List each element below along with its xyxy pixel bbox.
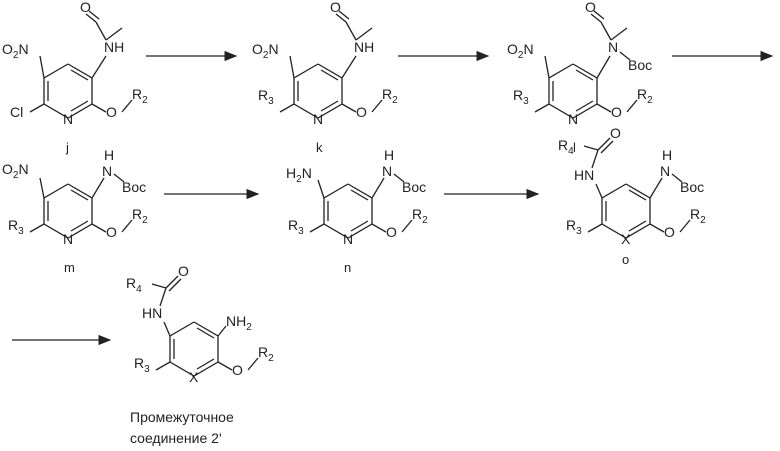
svg-text:R2: R2 bbox=[258, 344, 274, 364]
compound-label-o: o bbox=[622, 252, 629, 267]
ring-x-atom: X bbox=[621, 231, 631, 247]
r2-group: R2 bbox=[637, 86, 653, 106]
svg-text:R2: R2 bbox=[412, 206, 428, 226]
svg-text:R2: R2 bbox=[132, 206, 148, 226]
r2-group: R2 bbox=[132, 206, 148, 226]
ether-oxygen: O bbox=[106, 104, 117, 120]
r4-group: R4 bbox=[558, 137, 574, 157]
amine-nitrogen: N bbox=[382, 163, 392, 179]
compound-m: H N Boc O2N R3 N O R2 m bbox=[2, 147, 148, 275]
nitro-group: O2N bbox=[252, 41, 279, 61]
nh-group: NH bbox=[354, 39, 374, 55]
boc-group: Boc bbox=[402, 179, 426, 195]
svg-text:O2N: O2N bbox=[507, 41, 534, 61]
svg-text:O2N: O2N bbox=[252, 41, 279, 61]
nitro-group: O2N bbox=[2, 41, 29, 61]
r2-group: R2 bbox=[132, 86, 148, 106]
amine-hydrogen: H bbox=[384, 147, 394, 163]
ring-nitrogen: N bbox=[313, 111, 323, 127]
amino-group: H2N bbox=[286, 165, 312, 185]
carbonyl-oxygen: O bbox=[610, 125, 621, 141]
amine-nitrogen: N bbox=[102, 163, 112, 179]
r3-group: R3 bbox=[258, 87, 274, 107]
svg-text:O2N: O2N bbox=[2, 41, 29, 61]
nitro-group: O2N bbox=[2, 161, 29, 181]
svg-text:R3: R3 bbox=[288, 217, 304, 237]
oxygen-atom: O bbox=[330, 0, 341, 15]
amide-nitrogen: N bbox=[608, 39, 618, 55]
compound-j: O NH O2N Cl N O R2 j bbox=[2, 0, 148, 155]
svg-text:R2: R2 bbox=[637, 86, 653, 106]
r4-group: R4 bbox=[126, 275, 142, 295]
compound-label-j: j bbox=[65, 140, 69, 155]
amino-group: NH2 bbox=[226, 313, 252, 333]
compound-label-n: n bbox=[344, 260, 351, 275]
svg-text:R3: R3 bbox=[134, 355, 150, 375]
svg-text:R2: R2 bbox=[132, 86, 148, 106]
ether-oxygen: O bbox=[356, 104, 367, 120]
svg-text:R3: R3 bbox=[513, 87, 529, 107]
carbonyl-oxygen: O bbox=[178, 263, 189, 279]
svg-text:R3: R3 bbox=[566, 217, 582, 237]
r2-group: R2 bbox=[690, 206, 706, 226]
r2-group: R2 bbox=[382, 86, 398, 106]
r3-group: R3 bbox=[288, 217, 304, 237]
boc-group: Boc bbox=[680, 179, 704, 195]
nitro-group: O2N bbox=[507, 41, 534, 61]
amine-hydrogen: H bbox=[662, 147, 672, 163]
svg-text:O2N: O2N bbox=[2, 161, 29, 181]
r3-group: R3 bbox=[8, 217, 24, 237]
ether-oxygen: O bbox=[386, 224, 397, 240]
ether-oxygen: O bbox=[106, 224, 117, 240]
svg-text:H2N: H2N bbox=[286, 165, 312, 185]
nh-group: NH bbox=[104, 39, 124, 55]
ether-oxygen: O bbox=[611, 104, 622, 120]
svg-text:R3: R3 bbox=[258, 87, 274, 107]
compound-n: H N Boc H2N R3 N O R2 n bbox=[286, 147, 428, 275]
svg-text:R2: R2 bbox=[382, 86, 398, 106]
intermediate-caption-line2: соединение 2' bbox=[130, 430, 222, 446]
svg-text:NH2: NH2 bbox=[226, 313, 252, 333]
intermediate-compound-2: R4 O HN NH2 R3 X O R2 Промежуточное соед… bbox=[126, 263, 274, 446]
r3-group: R3 bbox=[134, 355, 150, 375]
ether-oxygen: O bbox=[664, 224, 675, 240]
compound-k: O NH O2N R3 N O R2 k bbox=[252, 0, 398, 155]
r2-group: R2 bbox=[412, 206, 428, 226]
r2-group: R2 bbox=[258, 344, 274, 364]
boc-group: Boc bbox=[628, 57, 652, 73]
compound-label-m: m bbox=[64, 260, 75, 275]
oxygen-atom: O bbox=[585, 0, 596, 15]
amine-nitrogen: N bbox=[660, 163, 670, 179]
r3-group: R3 bbox=[513, 87, 529, 107]
ring-nitrogen: N bbox=[568, 111, 578, 127]
compound-o: R4 O HN H N Boc R3 X O R2 o bbox=[558, 125, 706, 267]
intermediate-caption-line1: Промежуточное bbox=[130, 409, 234, 425]
ring-nitrogen: N bbox=[63, 111, 73, 127]
compound-l: O N Boc O2N R3 N O R2 l bbox=[507, 0, 653, 155]
ring-nitrogen: N bbox=[63, 231, 73, 247]
ether-oxygen: O bbox=[232, 362, 243, 378]
amide-nh-group: HN bbox=[142, 305, 162, 321]
r3-group: R3 bbox=[566, 217, 582, 237]
chlorine-atom: Cl bbox=[10, 104, 23, 120]
svg-text:R4: R4 bbox=[558, 137, 574, 157]
svg-text:R2: R2 bbox=[690, 206, 706, 226]
ring-x-atom: X bbox=[189, 369, 199, 385]
oxygen-atom: O bbox=[80, 0, 91, 15]
amine-hydrogen: H bbox=[104, 147, 114, 163]
ring-nitrogen: N bbox=[343, 231, 353, 247]
amide-nh-group: HN bbox=[574, 167, 594, 183]
compound-label-k: k bbox=[316, 140, 323, 155]
boc-group: Boc bbox=[122, 179, 146, 195]
svg-text:R3: R3 bbox=[8, 217, 24, 237]
svg-text:R4: R4 bbox=[126, 275, 142, 295]
